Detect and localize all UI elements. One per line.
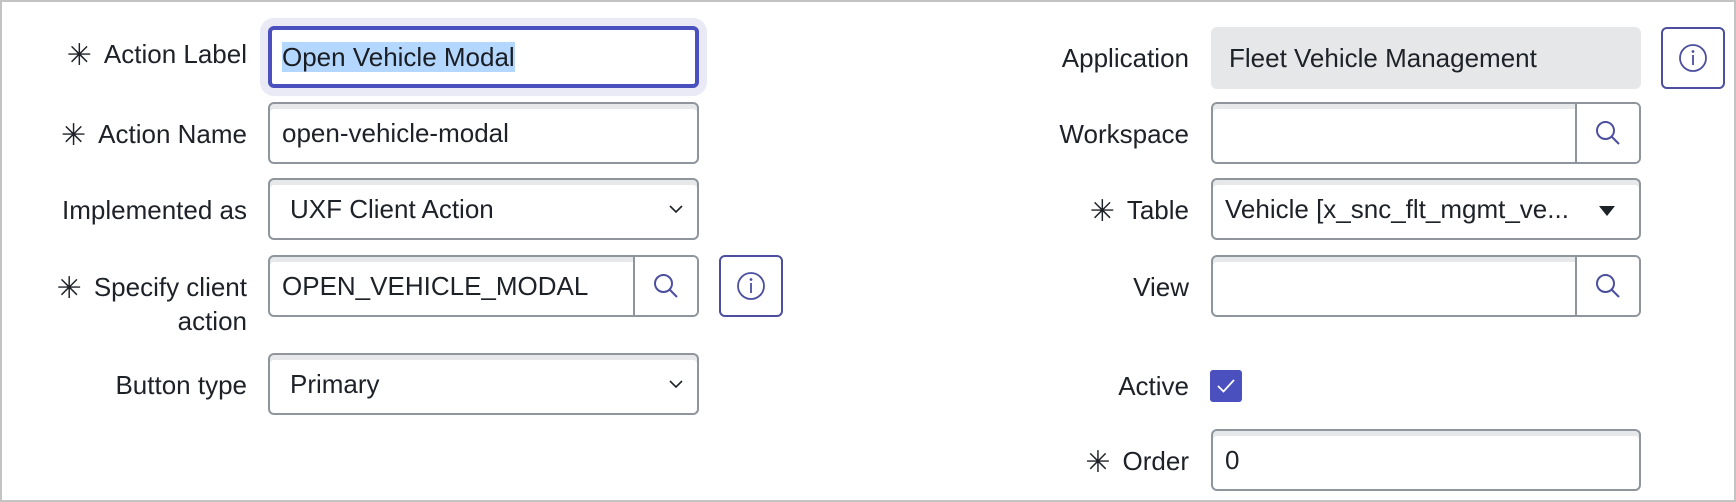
button-type-label: Button type	[115, 370, 247, 400]
application-info-button[interactable]	[1661, 27, 1725, 89]
view-label: View	[1133, 272, 1189, 302]
action-name-value: open-vehicle-modal	[282, 118, 509, 148]
action-name-input[interactable]: open-vehicle-modal	[268, 102, 699, 164]
specify-client-action-info-button[interactable]	[719, 255, 783, 317]
required-icon: ✳	[61, 119, 87, 152]
implemented-as-value: UXF Client Action	[290, 194, 494, 224]
application-field: Fleet Vehicle Management	[1211, 27, 1641, 89]
info-icon	[1679, 44, 1707, 72]
table-label: ✳Table	[1089, 195, 1189, 228]
search-icon	[1596, 121, 1620, 145]
required-icon: ✳	[1085, 446, 1111, 479]
active-checkbox[interactable]	[1210, 370, 1242, 402]
workspace-label: Workspace	[1059, 119, 1189, 149]
action-label-input[interactable]: Open Vehicle Modal	[268, 26, 699, 88]
required-icon: ✳	[1089, 195, 1115, 228]
table-value: Vehicle [x_snc_flt_mgmt_ve...	[1225, 194, 1569, 224]
info-icon	[737, 272, 765, 300]
workspace-search-button[interactable]	[1575, 104, 1639, 162]
implemented-as-select[interactable]: UXF Client Action	[268, 178, 699, 240]
order-label: ✳Order	[1085, 446, 1189, 479]
action-label-value: Open Vehicle Modal	[282, 42, 515, 72]
chevron-down-icon	[669, 205, 683, 214]
order-value: 0	[1225, 445, 1240, 475]
action-name-label: ✳Action Name	[61, 119, 247, 152]
specify-client-action-search-button[interactable]	[633, 257, 697, 315]
order-input[interactable]: 0	[1211, 429, 1641, 491]
caret-down-icon	[1599, 206, 1615, 216]
search-icon	[1596, 274, 1620, 298]
required-icon: ✳	[66, 39, 92, 72]
search-icon	[654, 274, 678, 298]
application-label: Application	[1061, 43, 1189, 73]
view-input[interactable]	[1211, 255, 1641, 317]
table-select[interactable]: Vehicle [x_snc_flt_mgmt_ve...	[1211, 178, 1641, 240]
action-label-label: ✳Action Label	[66, 39, 247, 72]
check-icon	[1217, 379, 1235, 393]
workspace-input[interactable]	[1211, 102, 1641, 164]
specify-client-action-value: OPEN_VEHICLE_MODAL	[282, 271, 589, 301]
required-icon: ✳	[56, 272, 82, 305]
active-label: Active	[1118, 371, 1189, 401]
button-type-value: Primary	[290, 369, 380, 399]
button-type-select[interactable]: Primary	[268, 353, 699, 415]
chevron-down-icon	[669, 380, 683, 389]
specify-client-action-input[interactable]: OPEN_VEHICLE_MODAL	[268, 255, 699, 317]
application-value: Fleet Vehicle Management	[1229, 43, 1537, 73]
view-search-button[interactable]	[1575, 257, 1639, 315]
implemented-as-label: Implemented as	[62, 195, 247, 225]
specify-client-action-label: ✳Specify client action	[56, 272, 247, 336]
